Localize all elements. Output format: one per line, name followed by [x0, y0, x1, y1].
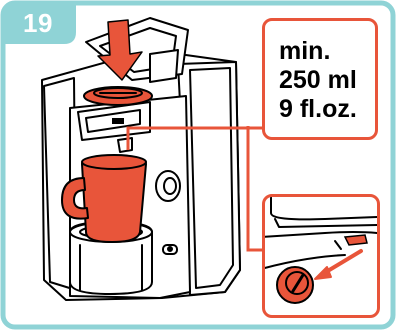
step-number: 19 [8, 6, 68, 40]
tank-leader-line [248, 126, 262, 250]
capacity-line-2: 250 ml [279, 66, 375, 95]
water-tank-icon [265, 197, 377, 315]
capacity-line-3: 9 fl.oz. [279, 95, 375, 124]
capacity-line-1: min. [279, 37, 375, 66]
capacity-callout: min. 250 ml 9 fl.oz. [262, 18, 378, 140]
water-tank-detail-inset [262, 194, 380, 318]
